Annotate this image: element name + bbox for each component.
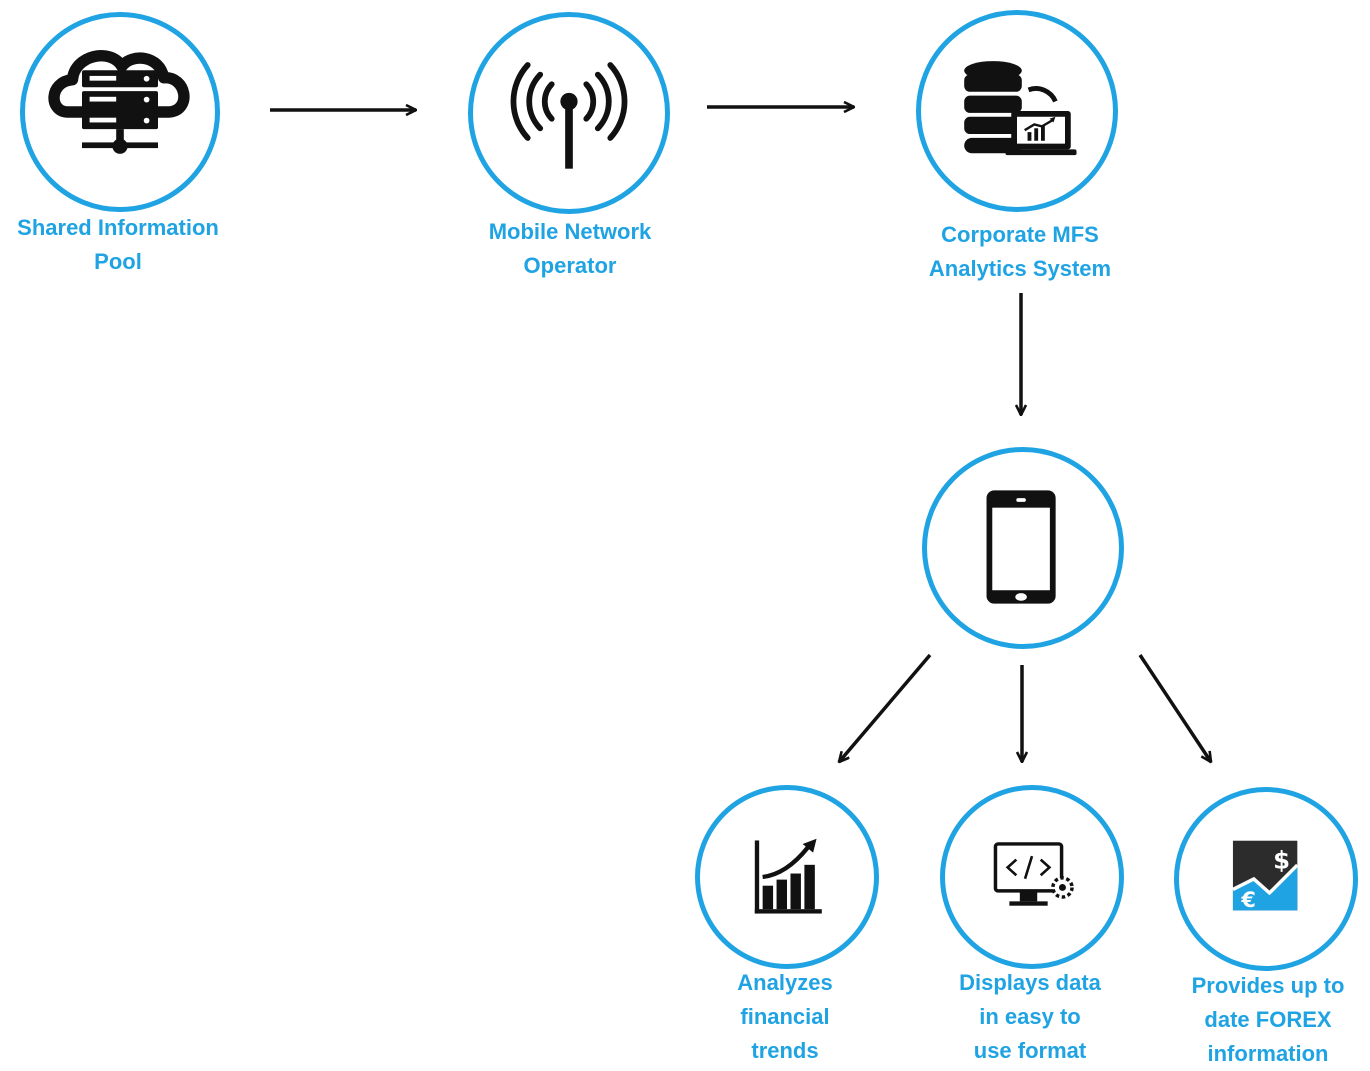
currency-exchange-icon: $ € [1232, 840, 1299, 912]
node-shared-information-pool [20, 12, 220, 212]
node-displays-data [940, 785, 1124, 969]
node-displays-data-label: Displays data in easy to use format [959, 970, 1101, 1063]
node-corporate-mfs-analytics-system-label: Corporate MFS Analytics System [928, 222, 1112, 281]
node-corporate-mfs-analytics-system [916, 10, 1118, 212]
database-analytics-icon [964, 61, 1077, 156]
monitor-code-icon [993, 842, 1074, 906]
svg-text:€: € [1240, 888, 1256, 912]
node-mobile-network-operator [468, 12, 670, 214]
arrow-phone-to-forex [1138, 654, 1211, 762]
node-forex-information: $ € [1174, 787, 1358, 971]
node-mobile-network-operator-label: Mobile Network Operator [488, 219, 652, 278]
node-forex-information-label: Provides up to date FOREX information [1191, 973, 1345, 1066]
node-smartphone [922, 447, 1124, 649]
svg-text:$: $ [1273, 846, 1290, 875]
node-analyzes-financial-trends [695, 785, 879, 969]
arrow-phone-to-trends [839, 653, 932, 762]
growth-chart-icon [754, 838, 822, 914]
node-shared-information-pool-label: Shared Information Pool [17, 215, 219, 274]
antenna-icon [510, 62, 628, 169]
cloud-server-icon [48, 50, 190, 154]
node-analyzes-financial-trends-label: Analyzes financial trends [737, 970, 833, 1063]
smartphone-icon [986, 490, 1056, 604]
